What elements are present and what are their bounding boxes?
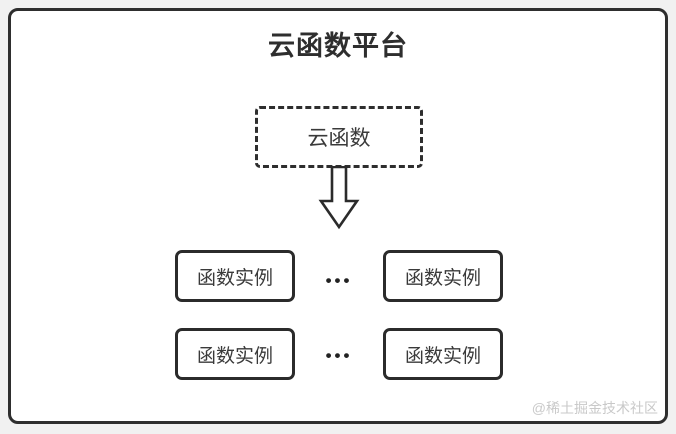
ellipsis-row1: •••	[325, 271, 353, 290]
diagram-title: 云函数平台	[268, 31, 408, 61]
instance-node: 函数实例	[175, 328, 295, 380]
ellipsis-row2: •••	[325, 346, 353, 365]
down-arrow-icon	[318, 166, 360, 230]
instance-label: 函数实例	[196, 345, 273, 367]
instance-label: 函数实例	[404, 267, 481, 289]
instance-node: 函数实例	[383, 250, 503, 302]
cloud-function-node: 云函数	[255, 106, 423, 168]
instance-label: 函数实例	[196, 267, 273, 289]
instance-node: 函数实例	[383, 328, 503, 380]
instance-label: 函数实例	[404, 345, 481, 367]
instance-node: 函数实例	[175, 250, 295, 302]
watermark-text: @稀土掘金技术社区	[531, 400, 658, 416]
cloud-function-label: 云函数	[307, 127, 371, 150]
